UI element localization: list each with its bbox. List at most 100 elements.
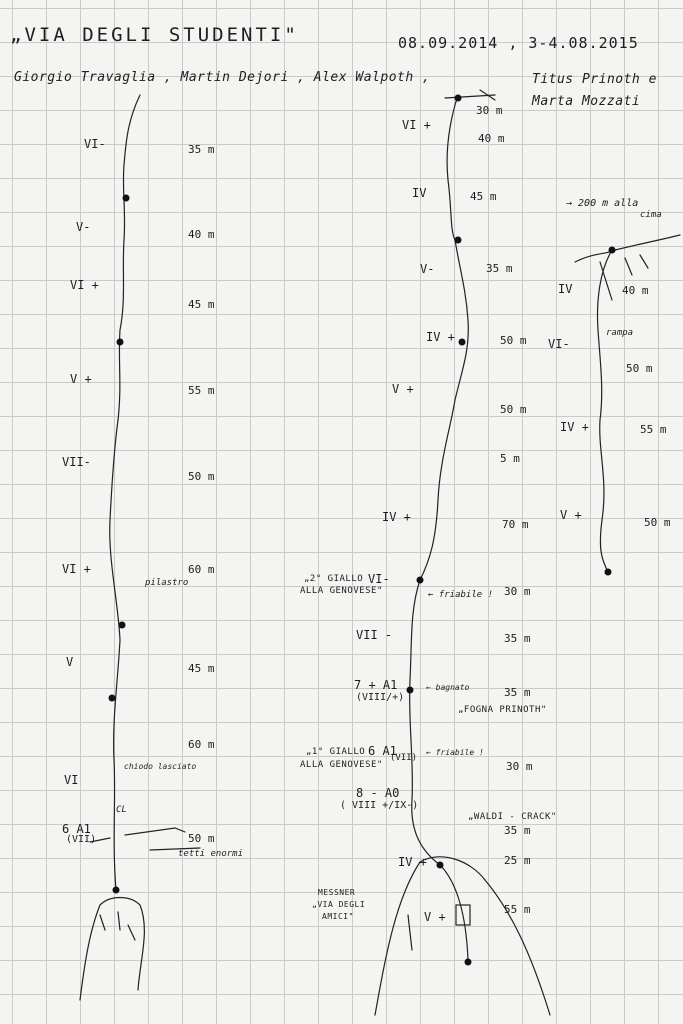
col1-length: 55 m	[188, 384, 215, 397]
col2-length: 55 m	[504, 903, 531, 916]
note-waldi: „WALDI - CRACK"	[468, 812, 557, 822]
col2-grade: VII -	[356, 628, 393, 642]
col3-length: 55 m	[640, 423, 667, 436]
belay-dot	[116, 338, 124, 346]
authors-line-2b: Marta Mozzati	[532, 94, 641, 109]
col1-grade: V	[66, 655, 74, 669]
rock-base-middle	[374, 856, 551, 1016]
note-messner-c: AMICI"	[322, 912, 354, 921]
col2-grade: IV +	[382, 510, 411, 524]
note-pilastro: pilastro	[145, 578, 189, 588]
note-friabile-2: ← friabile !	[426, 748, 484, 757]
belay-dot	[436, 861, 444, 869]
top-ledge-middle	[444, 89, 496, 101]
col2-length: 50 m	[500, 403, 527, 416]
note-fogna: „FOGNA PRINOTH"	[458, 705, 547, 715]
belay-dot	[608, 246, 616, 254]
col2-length: 25 m	[504, 854, 531, 867]
note-bagnato: ← bagnato	[426, 683, 470, 692]
note-chiodo: chiodo lasciato	[124, 762, 197, 771]
col2-length: 35 m	[504, 632, 531, 645]
col2-grade: 7 + A1	[354, 678, 398, 692]
route-line-left	[109, 94, 141, 891]
col2-grade-extra: (VII)	[390, 753, 418, 763]
col3-grade: IV +	[560, 420, 589, 434]
col1-grade: VI	[64, 773, 79, 787]
col2-length: 70 m	[502, 518, 529, 531]
note-giallo2-a: „2° GIALLO	[304, 574, 364, 584]
col2-top-length: 30 m	[476, 104, 503, 117]
rock-base-left	[79, 896, 145, 1001]
col2-length: 35 m	[504, 824, 531, 837]
col1-grade: VI-	[84, 137, 106, 151]
authors-line-2a: Titus Prinoth e	[532, 72, 657, 87]
col2-length: 30 m	[504, 585, 531, 598]
belay-dot	[458, 338, 466, 346]
belay-dot	[464, 958, 472, 966]
col3-grade: VI-	[548, 337, 570, 351]
note-giallo1-a: „1° GIALLO	[306, 747, 366, 757]
note-messner-a: MESSNER	[318, 888, 356, 897]
col3-grade: V +	[560, 508, 582, 522]
col1-length: 45 m	[188, 298, 215, 311]
col2-length: 35 m	[504, 686, 531, 699]
note-rampa: rampa	[606, 328, 634, 338]
col2-grade-extra: (VIII/+)	[356, 692, 405, 703]
note-tetti: tetti enormi	[178, 849, 244, 859]
col1-grade: VII-	[62, 455, 91, 469]
col3-grade: IV	[558, 282, 573, 296]
col1-length: 60 m	[188, 738, 215, 751]
note-friabile-1: ← friabile !	[428, 590, 494, 600]
belay-dot	[122, 194, 130, 202]
belay-dot	[454, 236, 462, 244]
col2-grade: 8 - A0	[356, 786, 400, 800]
col1-length: 50 m	[188, 832, 215, 845]
col1-grade-extra: (VII)	[66, 834, 97, 845]
col2-grade: VI-	[368, 572, 390, 586]
col3-length: 40 m	[622, 284, 649, 297]
col3-length: 50 m	[644, 516, 671, 529]
col2-length: 5 m	[500, 452, 520, 465]
col2-grade: IV	[412, 186, 427, 200]
col1-length: 60 m	[188, 563, 215, 576]
col1-length: 40 m	[188, 228, 215, 241]
col2-grade: IV +	[398, 855, 427, 869]
route-line-middle	[409, 94, 469, 961]
col1-grade: V-	[76, 220, 91, 234]
ridge-right	[574, 234, 681, 263]
col2-grade: V +	[424, 910, 446, 924]
note-cl: CL	[116, 805, 127, 815]
belay-dot	[454, 94, 462, 102]
belay-dot	[118, 621, 126, 629]
col2-grade-extra: ( VIII +/IX-)	[340, 800, 419, 811]
col2-length: 35 m	[486, 262, 513, 275]
col2-length: 50 m	[500, 334, 527, 347]
belay-dot	[112, 886, 120, 894]
belay-dot	[416, 576, 424, 584]
col2-grade: V-	[420, 262, 435, 276]
col1-length: 45 m	[188, 662, 215, 675]
note-cima-b: cima	[640, 210, 662, 220]
belay-dot	[406, 686, 414, 694]
belay-dot	[604, 568, 612, 576]
col2-length: 45 m	[470, 190, 497, 203]
col2-length: 30 m	[506, 760, 533, 773]
note-messner-b: „VIA DEGLI	[312, 900, 366, 909]
col1-grade: VI +	[62, 562, 91, 576]
note-giallo1-b: ALLA GENOVESE"	[300, 760, 383, 770]
col1-grade: V +	[70, 372, 92, 386]
col2-length: 40 m	[478, 132, 505, 145]
note-cima-a: → 200 m alla	[566, 198, 639, 209]
col2-grade: IV +	[426, 330, 455, 344]
belay-dot	[108, 694, 116, 702]
col3-length: 50 m	[626, 362, 653, 375]
authors-line-1: Giorgio Travaglia , Martin Dejori , Alex…	[14, 70, 431, 85]
col1-grade: VI +	[70, 278, 99, 292]
col2-grade: V +	[392, 382, 414, 396]
note-giallo2-b: ALLA GENOVESE"	[300, 586, 383, 596]
route-title: „VIA DEGLI STUDENTI"	[10, 24, 299, 46]
route-line-right	[596, 249, 613, 573]
roof-left	[89, 827, 201, 851]
col1-grade: 6 A1	[62, 822, 91, 836]
